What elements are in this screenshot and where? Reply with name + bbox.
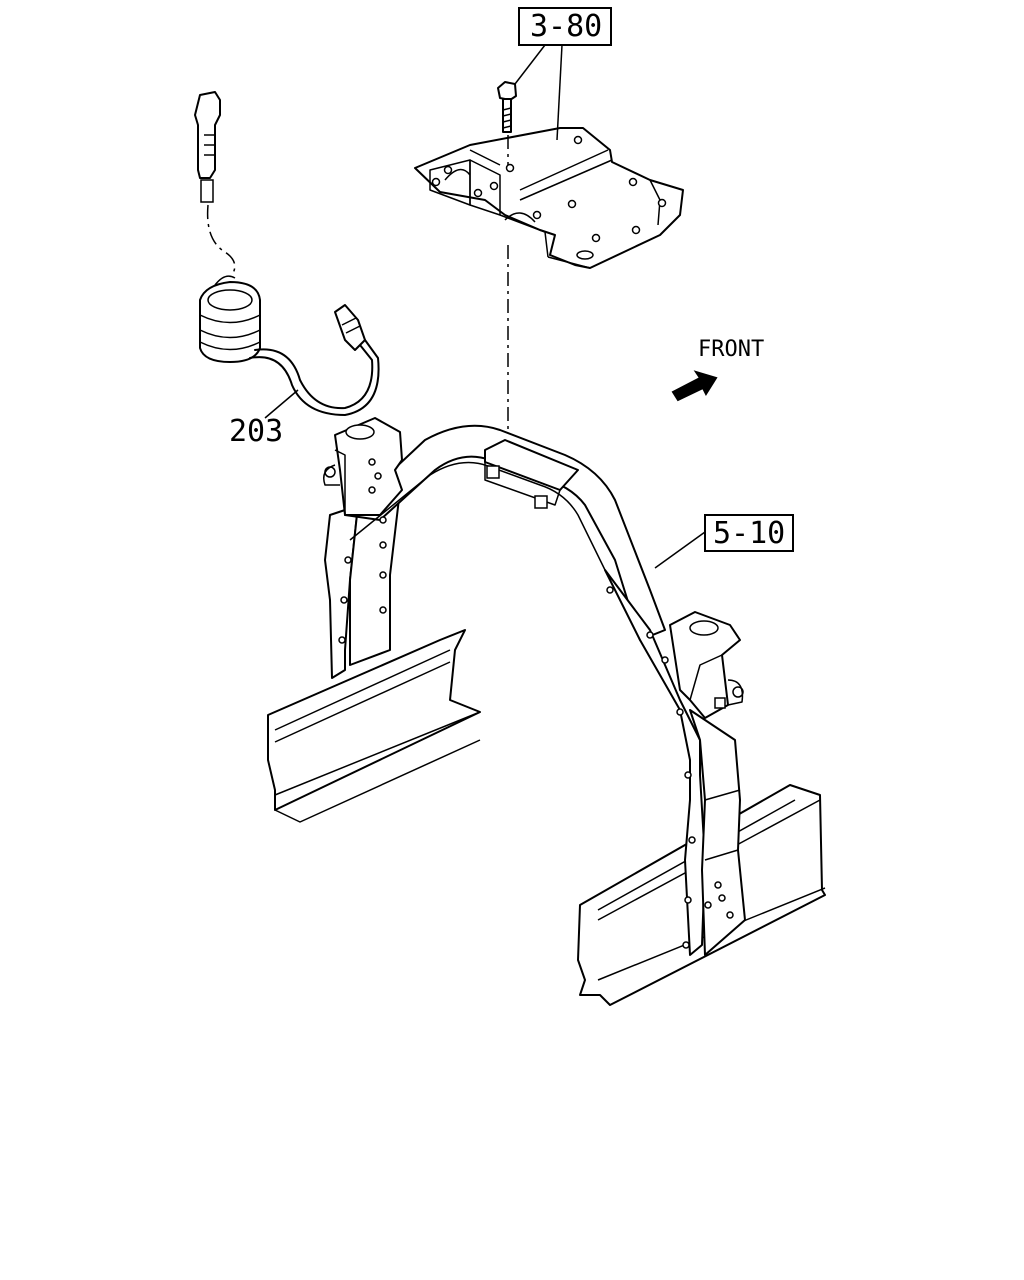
ref-label-top: 3-80	[518, 7, 612, 46]
part-number-label: 203	[229, 414, 283, 449]
direction-label: FRONT	[698, 337, 764, 362]
bolt	[497, 81, 517, 133]
frame-holes	[338, 458, 734, 949]
ref-label-frame: 5-10	[704, 514, 794, 552]
hoop-frame	[323, 417, 746, 956]
ref-label-top-text: 3-80	[530, 9, 602, 44]
ref-label-frame-text: 5-10	[713, 516, 785, 551]
front-arrow-icon	[671, 370, 718, 402]
cable-assembly	[194, 91, 380, 416]
bracket-plate	[414, 127, 684, 269]
left-frame-rail	[267, 629, 481, 823]
